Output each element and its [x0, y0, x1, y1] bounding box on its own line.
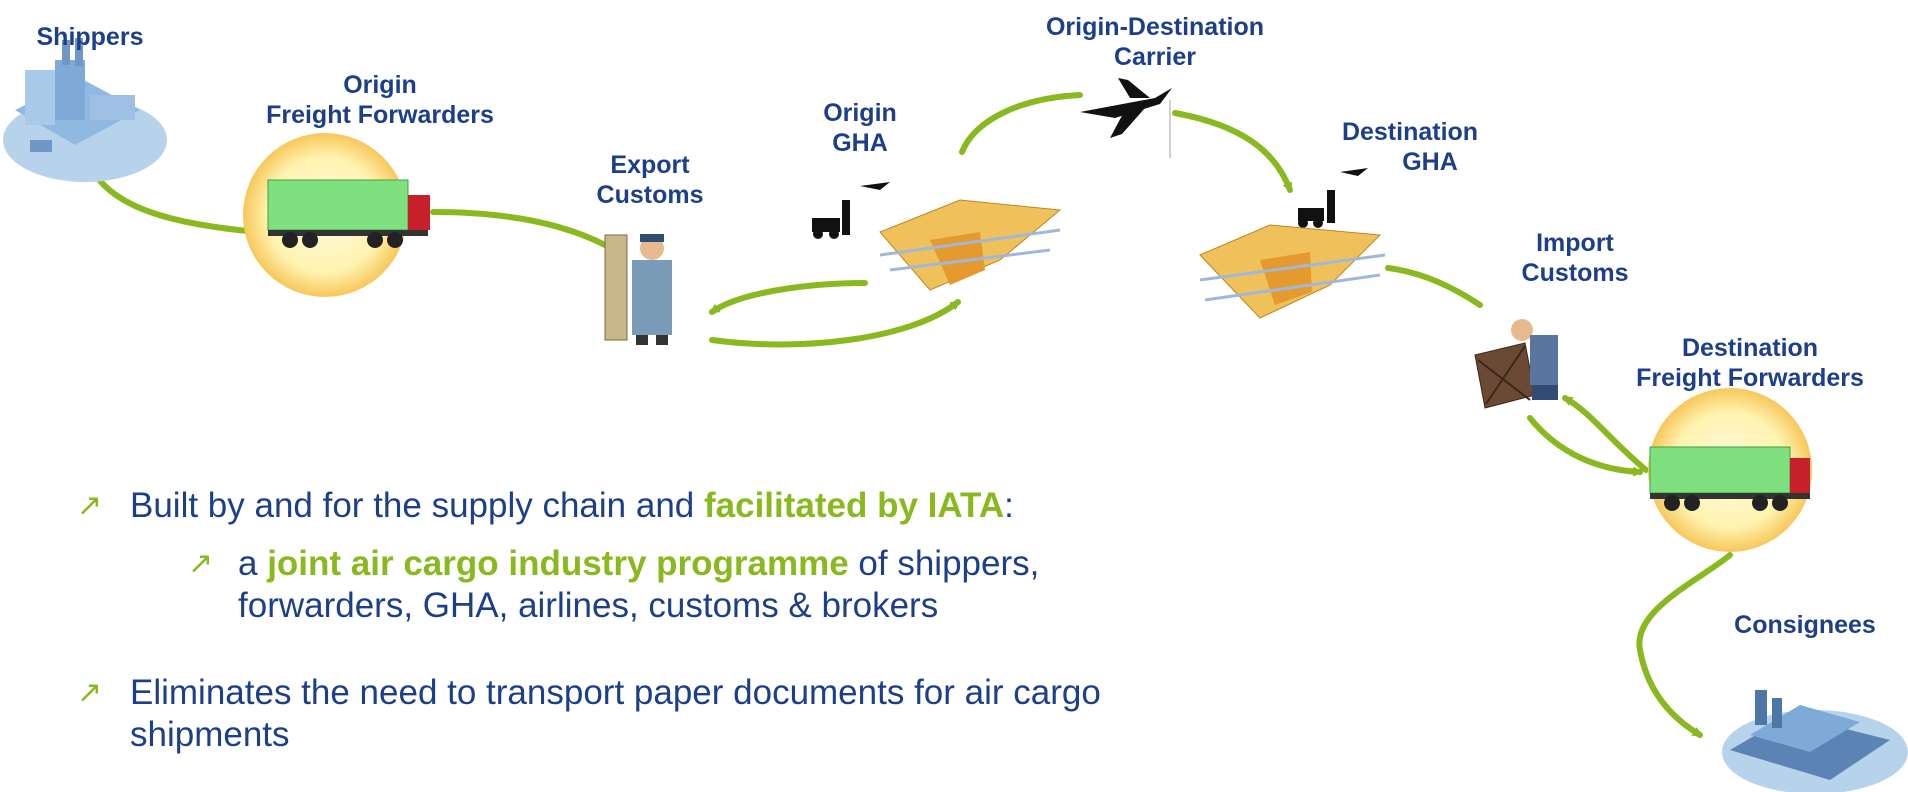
arrow-dest-ff-to-import-customs	[1562, 395, 1649, 473]
arrow-up-right-icon: ↗	[77, 676, 103, 709]
carrier-airplane-icon	[1080, 78, 1172, 158]
arrow-dest-gha-to-import-customs	[1385, 265, 1483, 308]
arrow-up-right-icon: ↗	[188, 547, 214, 580]
bullet-1: Built by and for the supply chain and fa…	[130, 486, 1014, 525]
bullet-2: a joint air cargo industry programme of …	[238, 544, 1040, 625]
arrow-up-right-icon: ↗	[77, 489, 103, 522]
origin-gha-airport-icon	[812, 182, 1062, 291]
export-customs-officer-icon	[604, 234, 672, 345]
shippers-factory-icon	[3, 38, 167, 182]
consignees-factory-icon	[1722, 690, 1908, 792]
arrow-origin-ff-to-export-customs	[430, 209, 608, 248]
arrow-import-customs-to-dest-ff	[1527, 415, 1643, 477]
label-consignees: Consignees	[1734, 611, 1876, 639]
bullet-3: Eliminates the need to transport paper d…	[130, 673, 1101, 754]
import-customs-inspector-icon	[1474, 319, 1558, 409]
arrow-origin-gha-to-export-customs	[709, 280, 868, 315]
origin-ff-truck-icon	[243, 133, 430, 297]
label-shippers: Shippers	[36, 23, 144, 51]
arrow-export-customs-to-origin-gha	[709, 299, 961, 348]
arrow-origin-gha-to-carrier	[959, 92, 1083, 155]
arrow-dest-ff-to-consignees	[1636, 552, 1733, 738]
dest-ff-truck-icon	[1648, 388, 1812, 552]
dest-gha-airport-icon	[1199, 168, 1386, 319]
arrow-carrier-to-dest-gha	[1172, 110, 1293, 193]
